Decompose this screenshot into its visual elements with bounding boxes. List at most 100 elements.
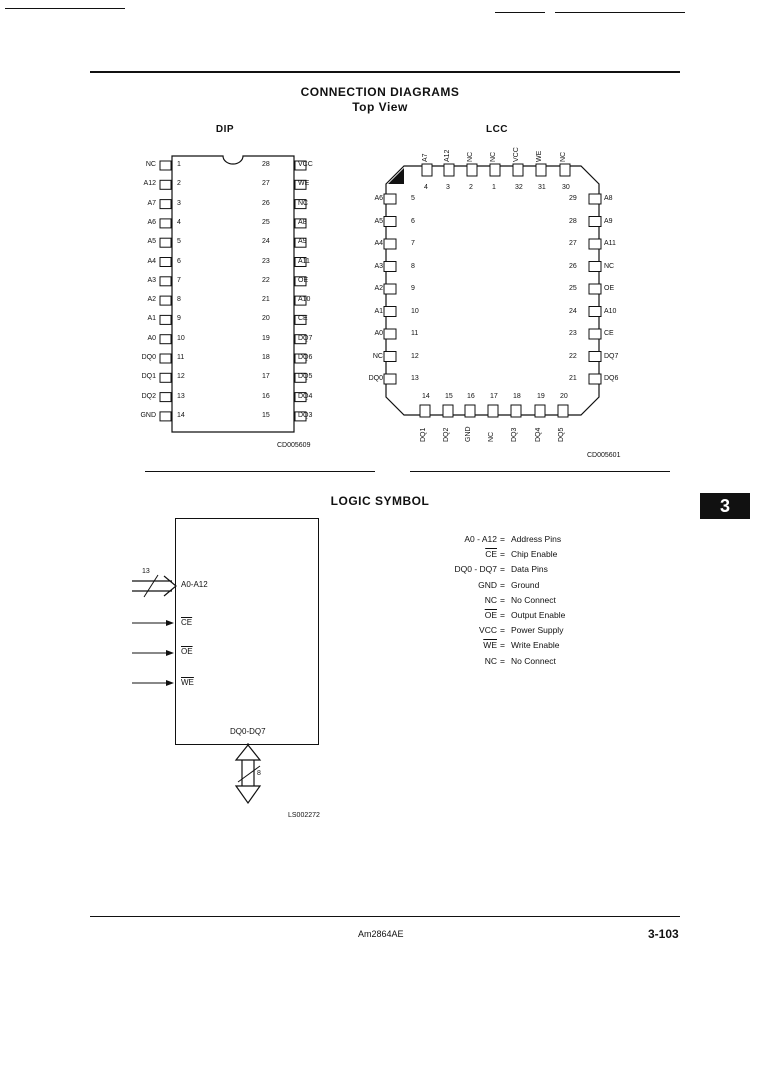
data-bus-arrowhead-down (234, 785, 262, 805)
dip-pin-number: 11 (177, 354, 185, 361)
dip-pin (294, 314, 307, 325)
dip-pin-label: A0 (147, 334, 156, 342)
lcc-pin-label: A2 (374, 285, 383, 292)
lcc-body (385, 165, 600, 416)
legend-description: Power Supply (511, 625, 564, 636)
dq-pin-label: DQ0-DQ7 (230, 727, 266, 736)
dip-pin-number: 25 (262, 218, 270, 226)
legend-equals: = (500, 534, 505, 544)
lcc-pin (421, 163, 433, 177)
dip-pin (294, 199, 307, 210)
dip-pin (159, 392, 172, 403)
lcc-pin-label: DQ4 (535, 427, 542, 442)
lcc-pin-label: DQ5 (558, 427, 565, 442)
dip-pin-number: 1 (177, 161, 181, 168)
lcc-pin-number: 8 (411, 262, 415, 270)
oe-pin-label: OE (181, 647, 193, 656)
lcc-pin-label: DQ6 (604, 375, 619, 382)
dip-pin-number: 12 (177, 373, 185, 381)
footer-part-number: Am2864AE (358, 929, 404, 939)
dip-pin-number: 23 (262, 257, 270, 265)
lcc-pin (512, 163, 524, 177)
pin1-marker (388, 168, 404, 184)
lcc-pin-label: A4 (374, 240, 383, 247)
dip-pin (294, 411, 307, 422)
lcc-pin-label: GND (465, 426, 472, 442)
legend-equals: = (500, 655, 505, 666)
lcc-pin (535, 163, 547, 177)
lcc-pin-number: 2 (469, 184, 473, 191)
bus-width-label: 13 (142, 568, 150, 575)
legend-key: NC (484, 655, 497, 666)
input-arrowhead (166, 650, 174, 656)
lcc-pin-label: DQ3 (511, 427, 518, 442)
legend-equals: = (500, 640, 505, 651)
data-bus-arrowhead-up (234, 744, 262, 761)
dip-pin-label: GND (140, 411, 156, 419)
dip-pin (159, 257, 172, 267)
legend-description: No Connect (511, 594, 556, 605)
lcc-pin-number: 20 (560, 393, 568, 400)
dip-pin-number: 15 (262, 411, 270, 419)
mid-rule (145, 471, 375, 472)
dip-pin (294, 334, 307, 345)
bottom-rule (90, 916, 680, 917)
dip-pin-label: VCC (298, 161, 313, 168)
lcc-pin-label: NC (604, 262, 615, 270)
lcc-pin-number: 15 (445, 393, 453, 400)
lcc-pin-number: 12 (411, 352, 419, 360)
logic-title: LOGIC SYMBOL (330, 494, 430, 508)
dip-pin-number: 5 (177, 238, 181, 246)
logic-code: LS002272 (288, 812, 320, 819)
legend-equals: = (500, 610, 505, 620)
lcc-pin (419, 404, 431, 418)
lcc-pin-number: 30 (562, 184, 570, 191)
lcc-pin-label: DQ1 (420, 427, 427, 442)
section-subtitle: Top View (352, 100, 408, 114)
lcc-pin-number: 1 (492, 184, 496, 191)
dip-pin (159, 353, 172, 364)
bus-slash (143, 574, 159, 598)
lcc-pin-number: 3 (446, 184, 450, 191)
lcc-pin-number: 19 (537, 393, 545, 400)
lcc-pin (559, 163, 571, 177)
input-arrowhead (166, 680, 174, 686)
lcc-pin (383, 351, 397, 362)
dip-pin (294, 295, 307, 306)
lcc-pin-label: NC (490, 151, 497, 162)
dip-pin (159, 199, 172, 210)
dip-pin (294, 353, 307, 364)
data-bus-lines (241, 758, 255, 788)
lcc-pin-number: 32 (515, 184, 523, 191)
lcc-pin (383, 216, 397, 227)
lcc-code: CD005601 (587, 452, 621, 459)
lcc-pin-number: 14 (422, 393, 430, 400)
lcc-pin (383, 261, 397, 272)
lcc-pin-label: A12 (444, 149, 451, 162)
dip-pin (294, 276, 307, 287)
legend-equals: = (500, 579, 505, 590)
dip-pin-number: 13 (177, 392, 185, 400)
addr-pin-label: A0-A12 (181, 580, 208, 589)
lcc-pin-label: CE (604, 330, 614, 337)
lcc-pin-number: 16 (467, 393, 475, 400)
dip-pin-label: DQ5 (298, 373, 313, 381)
lcc-pin-label: A8 (604, 195, 613, 202)
dip-pin (159, 314, 172, 325)
dip-pin (159, 372, 172, 383)
dip-pin-number: 4 (177, 218, 181, 226)
dip-pin-number: 24 (262, 238, 270, 246)
dip-pin (159, 218, 172, 229)
dip-pin-label: DQ3 (298, 411, 313, 419)
dip-pin (159, 295, 172, 306)
lcc-pin (588, 216, 602, 227)
lcc-pin-label: DQ7 (604, 352, 619, 360)
dip-pin-label: A1 (147, 315, 156, 323)
lcc-pin-number: 7 (411, 240, 415, 247)
logic-block (175, 518, 319, 745)
lcc-pin-number: 24 (569, 307, 577, 315)
lcc-pin (588, 193, 602, 205)
dip-pin (294, 179, 307, 190)
dip-pin-label: A4 (147, 257, 156, 265)
